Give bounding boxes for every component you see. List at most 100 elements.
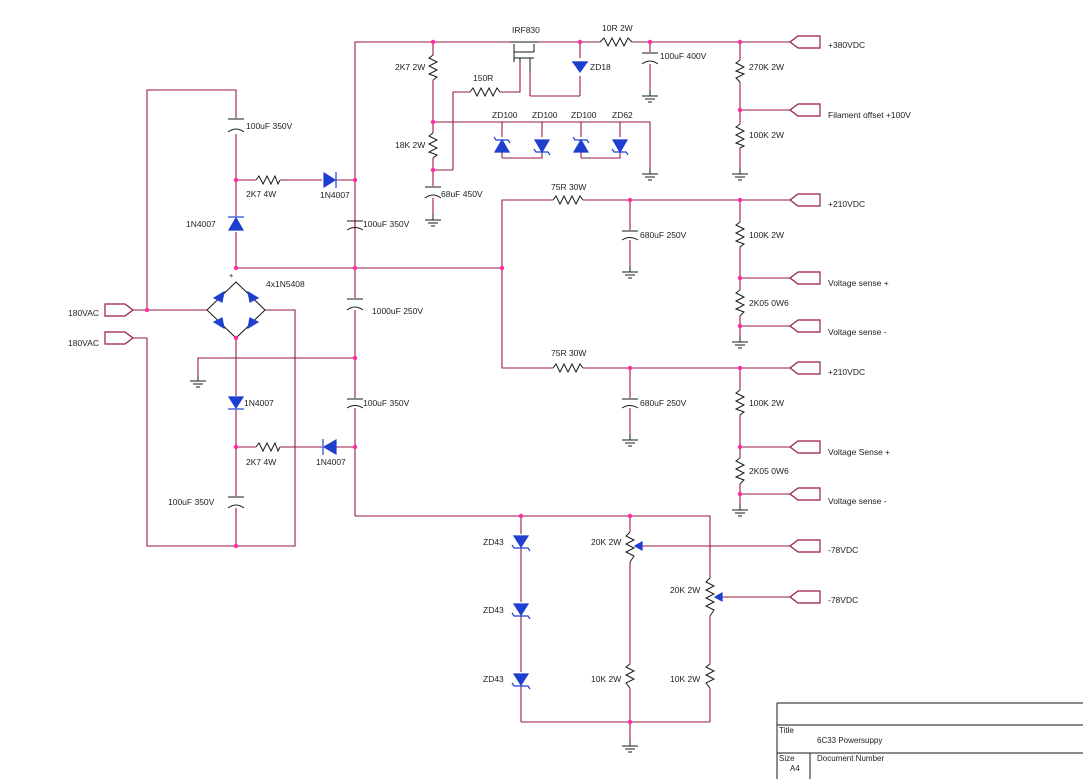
port-neg78b <box>789 590 821 604</box>
label-zd100c: ZD100 <box>571 110 597 120</box>
capacitor-100uf-350v-left <box>227 496 245 509</box>
label-r10k-b: 10K 2W <box>670 674 700 684</box>
label-c100-350-bot: 100uF 350V <box>363 398 410 408</box>
port-label-neg78a: -78VDC <box>828 545 858 555</box>
label-c100-400: 100uF 400V <box>660 51 707 61</box>
port-label-neg78b: -78VDC <box>828 595 858 605</box>
label-zd43-c: ZD43 <box>483 674 504 684</box>
capacitor-1000uf-250v <box>346 298 364 311</box>
title-block: Title 6C33 Powersuppy Size A4 Document N… <box>776 702 1083 779</box>
port-label-vsense-minus-b: Voltage sense - <box>828 496 887 506</box>
label-pot-a: 20K 2W <box>591 537 621 547</box>
pot-a-wiper <box>633 540 643 552</box>
capacitor-100uf-350v-mid <box>346 220 364 231</box>
resistor-270k <box>734 59 746 83</box>
label-r10r: 10R 2W <box>602 23 633 33</box>
zener-zd43-a <box>511 535 531 552</box>
port-vsense-plus-a <box>789 271 821 285</box>
pot-20k-a <box>624 531 636 563</box>
port-vsense-plus-b <box>789 440 821 454</box>
label-r10k-a: 10K 2W <box>591 674 621 684</box>
bridge-diodes <box>212 290 260 330</box>
zener-zd18 <box>571 61 589 74</box>
label-d-left-bot: 1N4007 <box>244 398 274 408</box>
resistor-75r-a <box>552 194 584 206</box>
port-vsense-minus-a <box>789 319 821 333</box>
capacitor-680uf-a <box>621 230 639 241</box>
resistor-150r <box>469 86 501 98</box>
label-zd100b: ZD100 <box>532 110 558 120</box>
title-caption: Title <box>779 726 794 735</box>
port-ac-a <box>104 303 134 317</box>
resistor-2k7-4w-top <box>255 174 281 186</box>
label-r2k7-2w: 2K7 2W <box>395 62 425 72</box>
zener-zd43-b <box>511 603 531 620</box>
diode-1n4007-bot <box>322 438 337 456</box>
label-r2k05-a: 2K05 0W6 <box>749 298 789 308</box>
port-ac-b <box>104 331 134 345</box>
port-210b <box>789 361 821 375</box>
label-c1000: 1000uF 250V <box>372 306 423 316</box>
port-label-210a: +210VDC <box>828 199 865 209</box>
label-pot-b: 20K 2W <box>670 585 700 595</box>
port-label-vsense-minus-a: Voltage sense - <box>828 327 887 337</box>
port-labels: +380VDC Filament offset +100V +210VDC Vo… <box>68 40 911 605</box>
label-r100k-top: 100K 2W <box>749 130 784 140</box>
port-380 <box>789 35 821 49</box>
zener-zd100-a <box>493 136 511 153</box>
capacitor-100uf-350v-top <box>227 118 245 133</box>
diodes <box>206 61 723 690</box>
port-neg78a <box>789 539 821 553</box>
label-r18k: 18K 2W <box>395 140 425 150</box>
label-c68: 68uF 450V <box>441 189 483 199</box>
diode-1n4007-left-bot <box>227 396 245 410</box>
mosfet-irf830 <box>510 41 538 72</box>
label-d-top: 1N4007 <box>320 190 350 200</box>
junctions <box>144 39 743 725</box>
zener-zd100-c <box>572 136 590 153</box>
label-bridge-plus: + <box>229 271 234 280</box>
port-210a <box>789 193 821 207</box>
port-label-380: +380VDC <box>828 40 865 50</box>
label-c680-b: 680uF 250V <box>640 398 687 408</box>
label-r150: 150R <box>473 73 493 83</box>
resistor-10k-b <box>704 663 716 689</box>
port-label-ac-a: 180VAC <box>68 308 99 318</box>
size-caption: Size <box>779 754 795 763</box>
pot-b-wiper <box>713 591 723 603</box>
label-zd62: ZD62 <box>612 110 633 120</box>
label-bridge: 4x1N5408 <box>266 279 305 289</box>
label-r100k-b: 100K 2W <box>749 398 784 408</box>
title-value: 6C33 Powersuppy <box>817 736 882 745</box>
port-vsense-minus-b <box>789 487 821 501</box>
label-zd43-b: ZD43 <box>483 605 504 615</box>
port-shapes <box>104 35 821 604</box>
capacitor-100uf-400v <box>641 52 659 65</box>
label-c680-a: 680uF 250V <box>640 230 687 240</box>
label-r2k7-4w-bot: 2K7 4W <box>246 457 276 467</box>
capacitor-68uf-450v <box>424 186 442 199</box>
zener-zd62 <box>611 139 629 156</box>
port-filament <box>789 103 821 117</box>
capacitor-680uf-b <box>621 398 639 409</box>
size-value: A4 <box>790 764 800 773</box>
resistor-2k7-4w-bot <box>255 441 281 453</box>
capacitor-100uf-350v-bot <box>346 398 364 409</box>
resistor-100k-b <box>734 389 746 416</box>
resistor-10k-a <box>624 663 636 689</box>
label-zd100a: ZD100 <box>492 110 518 120</box>
component-labels: IRF830 10R 2W 100uF 400V 2K7 2W ZD18 150… <box>168 23 789 684</box>
zener-zd43-c <box>511 673 531 690</box>
label-r100k-a: 100K 2W <box>749 230 784 240</box>
label-c100-350-left: 100uF 350V <box>168 497 215 507</box>
resistor-100k-a <box>734 221 746 248</box>
bridge-rectifier <box>206 281 266 339</box>
resistor-75r-b <box>552 362 584 374</box>
label-d-bot: 1N4007 <box>316 457 346 467</box>
label-r270k: 270K 2W <box>749 62 784 72</box>
resistor-2k05-a <box>734 289 746 317</box>
label-r75-b: 75R 30W <box>551 348 586 358</box>
port-label-filament: Filament offset +100V <box>828 110 911 120</box>
port-label-210b: +210VDC <box>828 367 865 377</box>
